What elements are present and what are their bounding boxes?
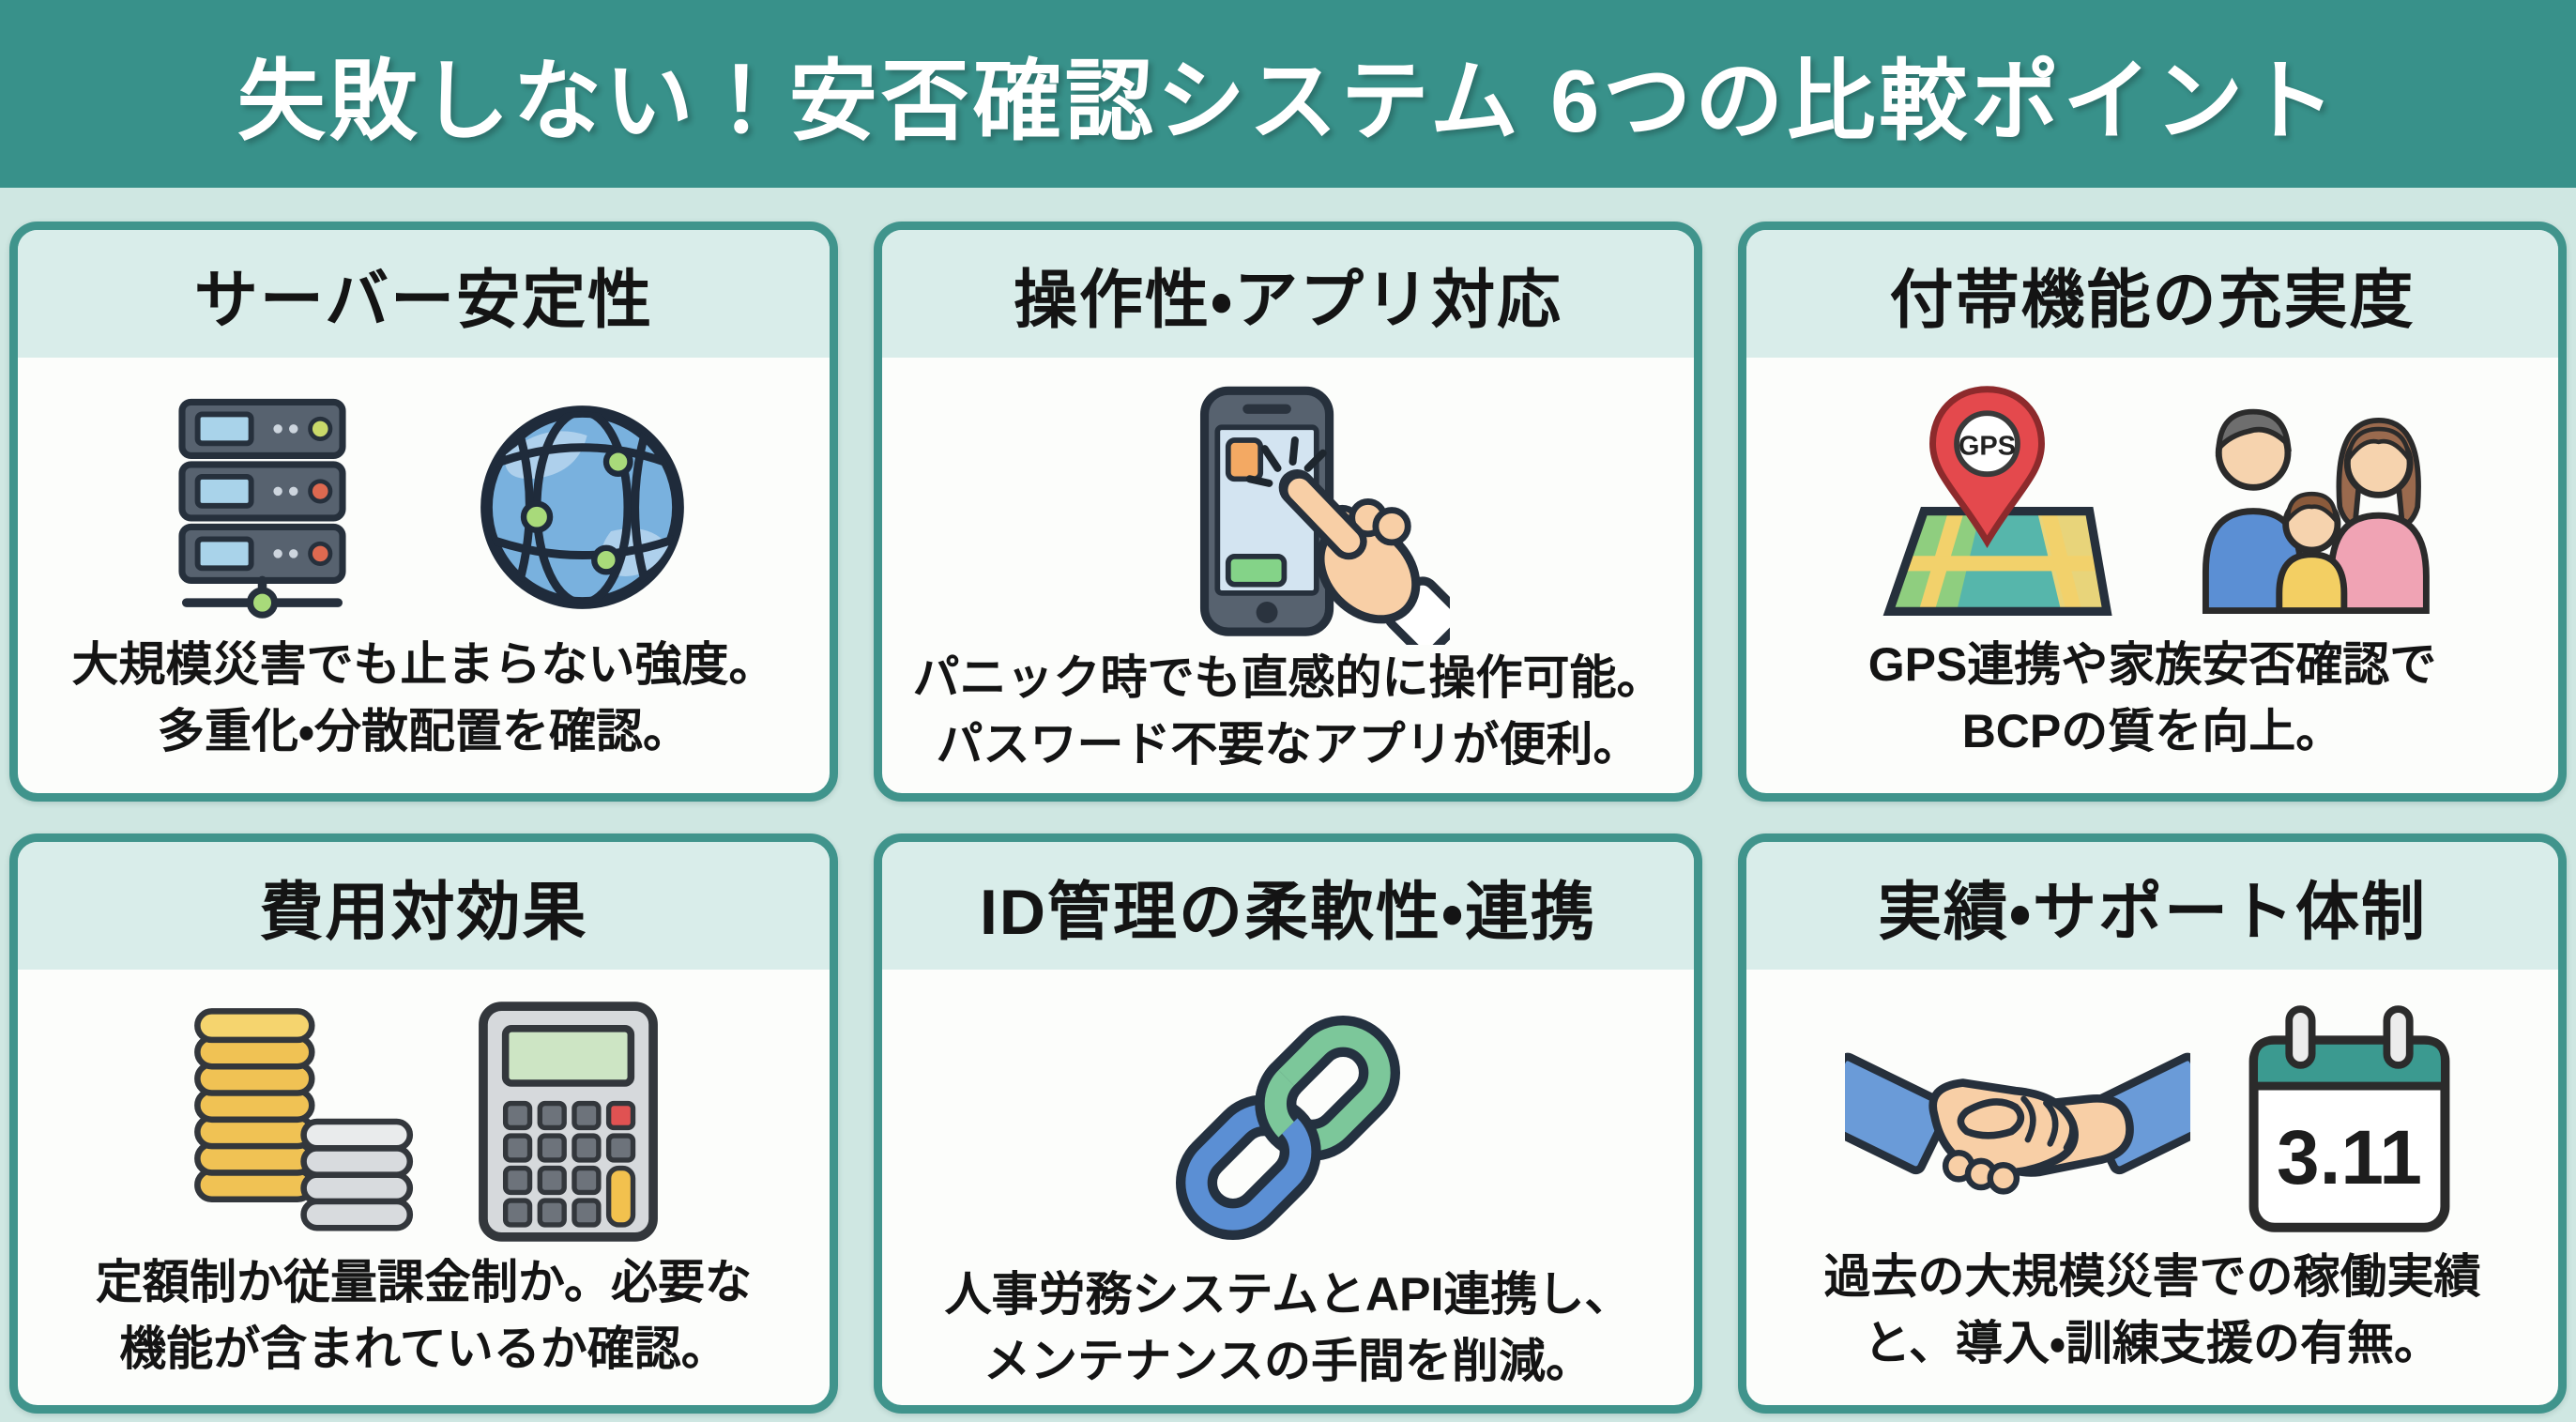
handshake-icon [1845, 1052, 2190, 1195]
calculator-icon [478, 1002, 658, 1242]
card-head: 付帯機能の充実度 [1746, 230, 2558, 358]
page-title: 失敗しない！安否確認システム 6つの比較ポイント [236, 52, 2340, 150]
card-description-line2: パスワード不要なアプリが便利。 [936, 718, 1640, 771]
card-description: 定額制か従量課金制か。必要な 機能が含まれているか確認。 [96, 1249, 752, 1383]
icon-row: GPS [1767, 382, 2538, 632]
gps-map-pin-icon: GPS [1882, 386, 2112, 616]
card-description-line1: GPS連携や家族安否確認で [1867, 638, 2437, 691]
card-title: ID管理の柔軟性・連携 [979, 876, 1597, 948]
card-description: GPS連携や家族安否確認で BCPの質を向上。 [1868, 632, 2437, 765]
card-body: 大規模災害でも止まらない強度。 多重化・分散配置を確認。 [18, 358, 830, 793]
card-title: 付帯機能の充実度 [1889, 264, 2416, 336]
comparison-cards-grid: サーバー安定性 [0, 188, 2576, 1422]
icon-row: 3.11 [1767, 994, 2538, 1244]
page-header: 失敗しない！安否確認システム 6つの比較ポイント [0, 0, 2576, 188]
card-body: GPS GPS連携や家族安否確認で BCPの質を向上。 [1746, 358, 2558, 793]
calendar-icon: 3.11 [2248, 1004, 2450, 1232]
card-head: サーバー安定性 [18, 230, 830, 358]
icon-row [903, 994, 1673, 1261]
card-title: 費用対効果 [259, 876, 588, 948]
smartphone-tap-icon [1199, 386, 1450, 645]
card-body: パニック時でも直感的に操作可能。 パスワード不要なアプリが便利。 [882, 358, 1694, 793]
card-head: ID管理の柔軟性・連携 [882, 842, 1694, 970]
card-description-line1: 定額制か従量課金制か。必要な [96, 1256, 752, 1308]
card-description: 大規模災害でも止まらない強度。 多重化・分散配置を確認。 [72, 632, 776, 765]
card-description-line2: と、導入・訓練支援の有無。 [1864, 1317, 2441, 1369]
card-body: 3.11 過去の大規模災害での稼働実績 と、導入・訓練支援の有無。 [1746, 970, 2558, 1405]
card-description: 過去の大規模災害での稼働実績 と、導入・訓練支援の有無。 [1824, 1244, 2481, 1377]
card-extra-features: 付帯機能の充実度 [1738, 222, 2567, 802]
card-title: 操作性・アプリ対応 [1013, 264, 1563, 336]
card-body: 人事労務システムとAPI連携し、 メンテナンスの手間を削減。 [882, 970, 1694, 1405]
server-rack-icon [177, 398, 346, 619]
card-description-line1: 大規模災害でも止まらない強度。 [71, 638, 776, 691]
globe-network-icon [480, 405, 684, 609]
card-usability-app: 操作性・アプリ対応 [874, 222, 1702, 802]
card-description: 人事労務システムとAPI連携し、 メンテナンスの手間を削減。 [945, 1261, 1632, 1395]
card-head: 実績・サポート体制 [1746, 842, 2558, 970]
pointing-hand [1278, 468, 1450, 645]
icon-row [903, 382, 1673, 645]
gps-pin-label: GPS [1959, 431, 2016, 461]
family-icon [2202, 408, 2430, 615]
icon-row [38, 994, 809, 1249]
card-description-line1: パニック時でも直感的に操作可能。 [912, 651, 1664, 704]
card-cost-effectiveness: 費用対効果 [9, 833, 838, 1414]
coins-icon [193, 1008, 413, 1231]
tap-spark-lines [1245, 436, 1327, 487]
card-description-line1: 過去の大規模災害での稼働実績 [1823, 1250, 2481, 1303]
card-body: 定額制か従量課金制か。必要な 機能が含まれているか確認。 [18, 970, 830, 1405]
card-description-line2: 機能が含まれているか確認。 [119, 1323, 728, 1375]
card-description-line2: メンテナンスの手間を削減。 [983, 1335, 1593, 1387]
card-id-management: ID管理の柔軟性・連携 人事労務システムとAPI連携し、 メンテナンス [874, 833, 1702, 1414]
card-description: パニック時でも直感的に操作可能。 パスワード不要なアプリが便利。 [913, 645, 1664, 778]
chain-link-icon [1175, 1015, 1401, 1241]
icon-row [38, 382, 809, 632]
card-description-line2: BCPの質を向上。 [1961, 705, 2343, 757]
card-title: サーバー安定性 [193, 264, 654, 336]
calendar-date-label: 3.11 [2277, 1115, 2422, 1200]
card-description-line2: 多重化・分散配置を確認。 [158, 705, 690, 757]
card-track-record-support: 実績・サポート体制 [1738, 833, 2567, 1414]
card-title: 実績・サポート体制 [1877, 876, 2428, 948]
card-server-stability: サーバー安定性 [9, 222, 838, 802]
card-head: 操作性・アプリ対応 [882, 230, 1694, 358]
card-description-line1: 人事労務システムとAPI連携し、 [944, 1268, 1632, 1321]
card-head: 費用対効果 [18, 842, 830, 970]
